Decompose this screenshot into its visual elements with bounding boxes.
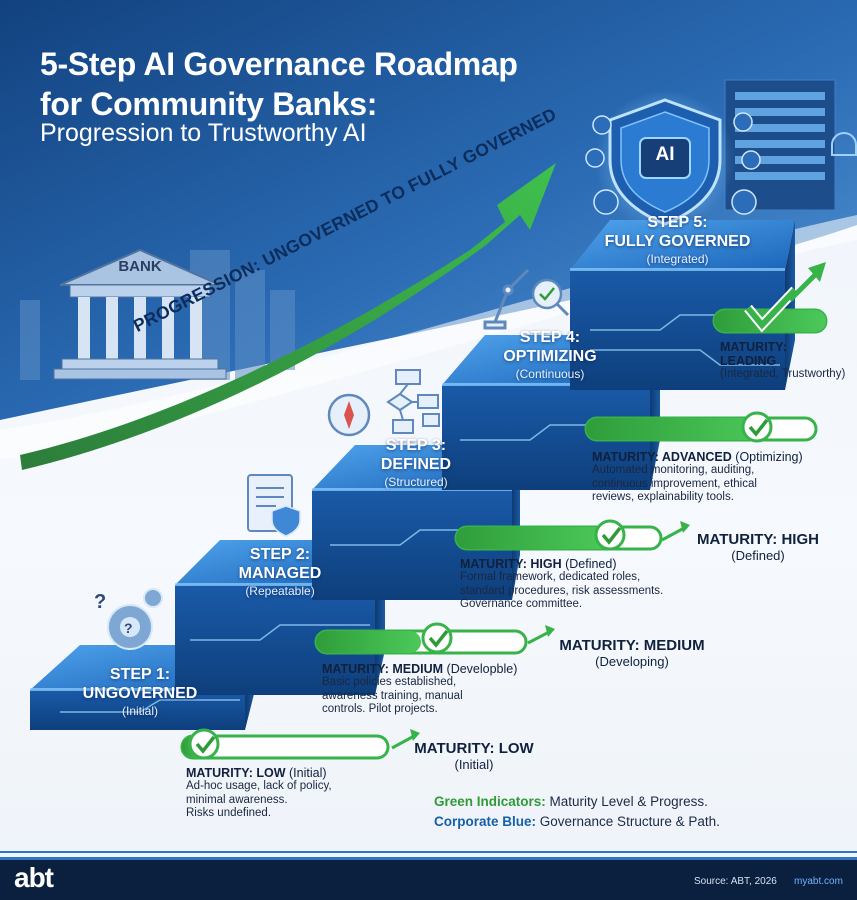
flowchart-icon	[386, 369, 440, 434]
maturity-5-block: MATURITY: LEADING (Integrated, Trustwort…	[720, 340, 855, 382]
step-3-label: STEP 3: DEFINED (Structured)	[380, 437, 452, 489]
question-mark-icon: ? ?	[94, 591, 133, 636]
legend-blue: Corporate Blue: Governance Structure & P…	[434, 814, 720, 829]
maturity-1-right: MATURITY: LOW (Initial)	[404, 740, 544, 772]
maturity-1-desc: Ad-hoc usage, lack of policy, minimal aw…	[186, 780, 332, 819]
maturity-4-desc: Automated monitoring, auditing, continuo…	[592, 464, 757, 503]
website-link[interactable]: myabt.com	[794, 876, 843, 887]
maturity-1-right-title: MATURITY: LOW	[414, 740, 534, 757]
maturity-3-title: MATURITY: HIGH (Defined)	[460, 557, 617, 571]
step-2-label: STEP 2: MANAGED (Repeatable)	[238, 546, 322, 598]
maturity-2-title: MATURITY: MEDIUM (Developble)	[322, 662, 518, 676]
step-4-label: STEP 4: OPTIMIZING (Continuous)	[503, 329, 597, 381]
maturity-3-right-title: MATURITY: HIGH	[697, 531, 819, 548]
maturity-1-block: MATURITY: LOW (Initial) Ad-hoc usage, la…	[186, 766, 416, 821]
maturity-bar-5	[712, 262, 828, 334]
maturity-2-right: MATURITY: MEDIUM (Developing)	[552, 637, 712, 669]
step-5-label: STEP 5: FULLY GOVERNED (Integrated)	[604, 214, 751, 266]
orbit-icons	[585, 112, 761, 215]
legend-green: Green Indicators: Maturity Level & Progr…	[434, 794, 708, 809]
maturity-2-right-title: MATURITY: MEDIUM	[559, 637, 705, 654]
maturity-5-title-2: LEADING	[720, 354, 777, 368]
maturity-bar-2	[314, 622, 555, 655]
title-line-2: for Community Banks:	[40, 86, 378, 122]
gear-question-icon	[107, 588, 163, 650]
document-shield-icon	[247, 474, 301, 537]
maturity-2-right-sub: (Developing)	[595, 654, 669, 669]
svg-text:?: ?	[94, 591, 106, 613]
bank-building-icon	[53, 248, 227, 380]
legend: Green Indicators: Maturity Level & Progr…	[434, 792, 720, 832]
server-rack-icon	[724, 79, 857, 211]
robot-arm-icon	[483, 268, 530, 330]
maturity-1-title: MATURITY: LOW (Initial)	[186, 766, 327, 780]
page-subtitle: Progression to Trustworthy AI	[40, 119, 367, 147]
abt-logo: abt	[14, 862, 54, 893]
maturity-bar-4	[584, 411, 818, 443]
source-text: Source: ABT, 2026	[694, 876, 777, 887]
footer-bar	[0, 857, 857, 900]
title-line-1: 5-Step AI Governance Roadmap	[40, 46, 518, 82]
maturity-bar-3	[454, 519, 690, 551]
bank-sign-label: BANK	[118, 258, 162, 275]
svg-text:?: ?	[124, 620, 133, 636]
maturity-3-right: MATURITY: HIGH (Defined)	[688, 531, 828, 563]
maturity-3-desc: Formal framework, dedicated roles, stand…	[460, 571, 664, 610]
maturity-4-title: MATURITY: ADVANCED (Optimizing)	[592, 450, 803, 464]
ai-shield-icon	[595, 90, 735, 230]
magnifier-check-icon	[531, 278, 570, 317]
maturity-5-level: (Integrated, Trustworthy)	[720, 368, 846, 380]
compass-icon	[327, 393, 371, 437]
maturity-1-right-sub: (Initial)	[454, 757, 494, 772]
maturity-2-desc: Basic policies established, awareness tr…	[322, 676, 463, 715]
maturity-3-block: MATURITY: HIGH (Defined) Formal framewor…	[460, 557, 700, 612]
step-1-label: STEP 1: UNGOVERNED (Initial)	[82, 666, 198, 718]
ai-badge-label: AI	[655, 144, 675, 165]
maturity-4-block: MATURITY: ADVANCED (Optimizing) Automate…	[592, 450, 842, 505]
maturity-5-title: MATURITY:	[720, 340, 787, 354]
page-title: 5-Step AI Governance Roadmap for Communi…	[40, 44, 518, 124]
maturity-2-block: MATURITY: MEDIUM (Developble) Basic poli…	[322, 662, 562, 717]
maturity-bar-1	[180, 728, 420, 760]
maturity-3-right-sub: (Defined)	[731, 548, 785, 563]
